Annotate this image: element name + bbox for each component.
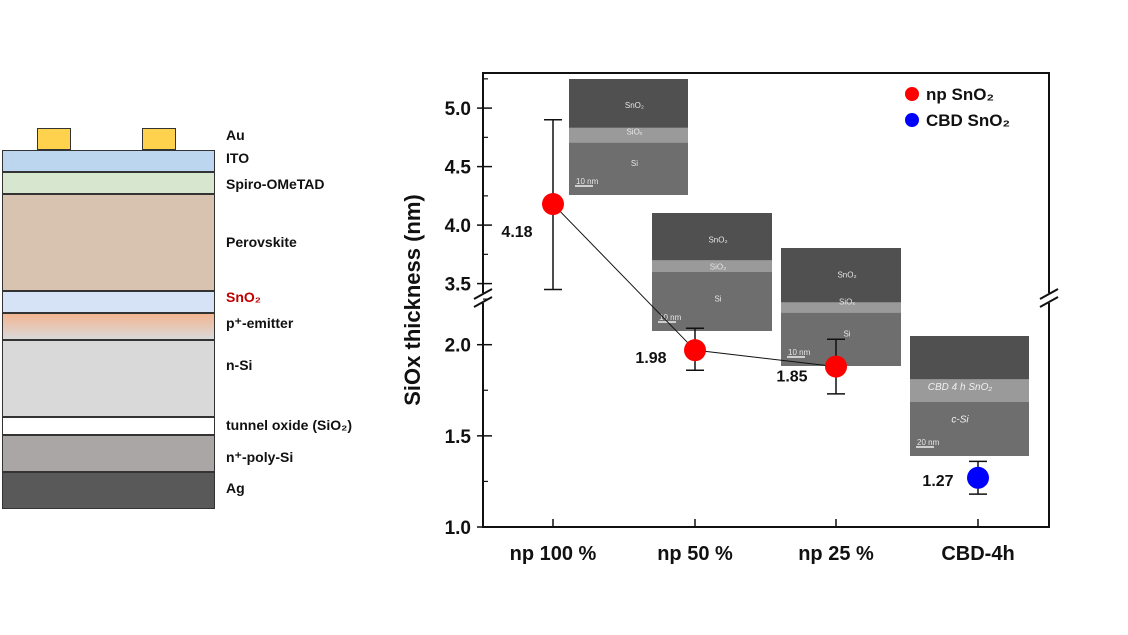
stack-layer-label: n-Si	[226, 357, 253, 373]
axis-break-mark	[473, 288, 493, 300]
stack-layer-4	[2, 291, 215, 313]
tem-inset-oxide-band	[652, 260, 772, 272]
stack-layer-label: Au	[226, 127, 245, 143]
tem-inset-oxide-band	[910, 379, 1029, 402]
y-tick-label: 4.5	[445, 158, 472, 179]
data-point	[542, 193, 564, 216]
y-tick-label: 1.5	[445, 427, 472, 448]
legend-label: CBD SnO₂	[926, 111, 1010, 130]
tem-inset-label: Si	[714, 295, 721, 304]
stack-layer-label: n⁺-poly-Si	[226, 449, 294, 465]
tem-inset-label: SnO₂	[837, 271, 856, 280]
data-value-label: 1.27	[922, 473, 953, 490]
legend-marker	[905, 87, 919, 101]
axis-break-mark	[473, 296, 493, 308]
stack-layer-label: p⁺-emitter	[226, 315, 294, 331]
tem-scale-label: 20 nm	[917, 438, 940, 447]
x-tick-label: np 100 %	[510, 543, 597, 565]
y-tick-label: 3.5	[445, 275, 472, 296]
tem-inset-label: SnO₂	[625, 101, 644, 110]
tem-inset-label: SiOₓ	[839, 298, 855, 307]
tem-inset-top-layer	[569, 79, 688, 128]
tem-inset-label: CBD 4 h SnO₂	[928, 382, 993, 393]
data-value-label: 4.18	[501, 224, 532, 241]
axis-break-gap-right	[1041, 293, 1057, 303]
au-contact-pad	[37, 128, 71, 150]
tem-inset-label: c-Si	[951, 414, 969, 425]
stack-layer-label: Spiro-OMeTAD	[226, 176, 325, 192]
tem-scale-label: 10 nm	[576, 177, 599, 186]
tem-inset-label: Si	[631, 159, 638, 168]
tem-inset-top-layer	[652, 213, 772, 261]
tem-inset-label: SiO₂	[710, 263, 726, 272]
stack-layer-8	[2, 435, 215, 472]
x-tick-label: np 50 %	[657, 543, 733, 565]
y-tick-label: 5.0	[445, 99, 471, 120]
stack-layer-6	[2, 340, 215, 417]
stack-layer-5	[2, 313, 215, 340]
stack-layer-label: Perovskite	[226, 234, 297, 250]
stack-layer-9	[2, 472, 215, 509]
stack-layer-2	[2, 172, 215, 194]
y-tick-label: 1.0	[445, 518, 471, 539]
legend-label: np SnO₂	[926, 85, 994, 104]
y-tick-label: 4.0	[445, 216, 471, 237]
tem-inset-top-layer	[910, 336, 1029, 380]
data-value-label: 1.98	[635, 350, 666, 367]
data-point	[825, 355, 847, 378]
tem-scale-label: 10 nm	[659, 313, 682, 322]
axis-break-mark	[1039, 288, 1059, 300]
y-tick-label: 2.0	[445, 336, 471, 357]
tem-inset-oxide-band	[569, 127, 688, 143]
data-point	[684, 339, 706, 362]
tem-inset-label: SiOₓ	[626, 128, 642, 137]
stack-layer-label: ITO	[226, 150, 250, 166]
stack-layer-7	[2, 417, 215, 435]
x-tick-label: CBD-4h	[941, 543, 1014, 565]
tem-inset-oxide-band	[781, 302, 901, 313]
tem-inset-label: SnO₂	[708, 236, 727, 245]
stack-layer-label: tunnel oxide (SiO₂)	[226, 417, 352, 433]
tem-scale-label: 10 nm	[788, 348, 811, 357]
tem-inset-top-layer	[781, 248, 901, 303]
legend-marker	[905, 113, 919, 127]
stack-layer-label: Ag	[226, 480, 245, 496]
stack-layer-3	[2, 194, 215, 291]
stack-layer-1	[2, 150, 215, 172]
axis-break-mark	[1039, 296, 1059, 308]
x-tick-label: np 25 %	[798, 543, 874, 565]
stack-layer-label: SnO₂	[226, 289, 261, 305]
data-value-label: 1.85	[776, 369, 807, 386]
axis-break-gap-left	[475, 293, 491, 303]
tem-inset-label: Si	[843, 330, 850, 339]
data-point	[967, 466, 989, 489]
au-contact-pad	[142, 128, 176, 150]
y-axis-title: SiOx thickness (nm)	[400, 194, 425, 406]
